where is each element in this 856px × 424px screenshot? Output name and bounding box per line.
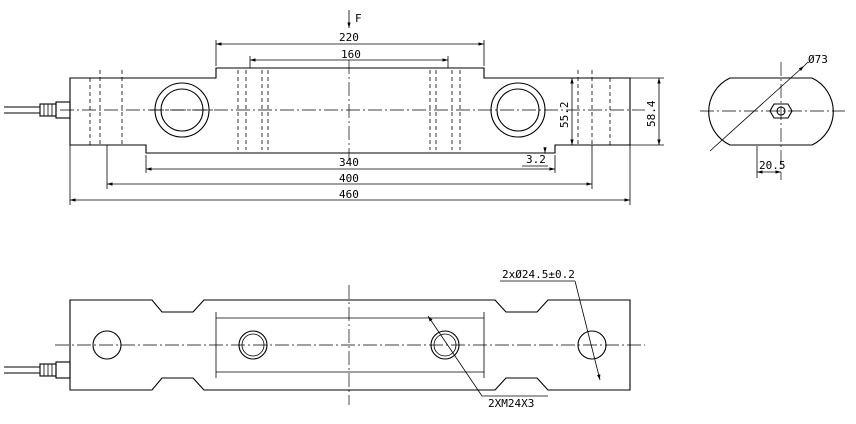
thread-callout-label: 2XM24X3 <box>488 397 534 410</box>
bottom-hole-1 <box>92 330 122 360</box>
force-label: F <box>355 12 362 25</box>
front-cable-connector <box>4 101 71 119</box>
front-view: F <box>4 10 664 205</box>
dim-460-label: 460 <box>339 188 359 201</box>
dim-460: 460 <box>69 145 631 205</box>
bottom-hole-3 <box>430 330 460 360</box>
bottom-body-outline <box>69 299 631 391</box>
dim-400: 400 <box>106 145 593 189</box>
dim-220: 220 <box>215 31 485 66</box>
dim-340: 340 <box>145 155 556 173</box>
dim-340-label: 340 <box>339 156 359 169</box>
bottom-cable-connector <box>4 361 71 379</box>
side-diameter-label: Ø73 <box>808 53 828 66</box>
side-connector <box>769 103 793 119</box>
front-right-hole <box>490 82 546 138</box>
side-view: Ø73 20.5 <box>700 53 845 180</box>
dim-160-label: 160 <box>341 48 361 61</box>
bottom-view: 2xØ24.5±0.2 2XM24X3 <box>4 268 645 410</box>
dim-58-4: 58.4 <box>630 77 664 146</box>
dim-3-2: 3.2 <box>522 147 548 167</box>
bottom-hole-2 <box>238 330 268 360</box>
dim-55-2: 55.2 <box>484 77 580 146</box>
front-hidden-lines <box>89 70 611 150</box>
dim-220-label: 220 <box>339 31 359 44</box>
dim-400-label: 400 <box>339 172 359 185</box>
dim-160: 160 <box>249 48 449 68</box>
side-offset-label: 20.5 <box>759 159 786 172</box>
force-arrow: F <box>347 10 362 28</box>
dim-55-2-label: 55.2 <box>558 102 571 129</box>
thread-callout: 2XM24X3 <box>427 315 548 410</box>
bottom-hole-4 <box>577 330 607 360</box>
front-body-outline <box>69 67 631 154</box>
side-body-outline <box>708 77 834 146</box>
front-left-hole <box>150 82 214 138</box>
hole-callout: 2xØ24.5±0.2 <box>500 268 601 381</box>
dim-3-2-label: 3.2 <box>526 153 546 166</box>
dim-58-4-label: 58.4 <box>645 100 658 127</box>
hole-callout-label: 2xØ24.5±0.2 <box>502 268 575 281</box>
